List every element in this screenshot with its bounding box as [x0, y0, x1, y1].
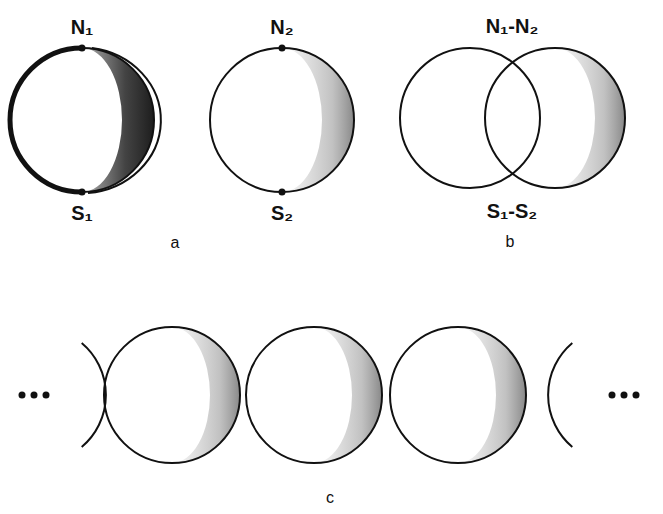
pole-label: S₁ [71, 203, 93, 223]
moon-circle [400, 48, 540, 188]
shaded-crescent [458, 327, 526, 463]
moon-circle [390, 327, 526, 463]
shaded-crescent [82, 48, 154, 192]
pole-label: S₂ [271, 203, 293, 223]
continuation-dot [621, 392, 628, 399]
shaded-crescent [282, 48, 354, 192]
partial-circle [82, 343, 106, 447]
part-letter: b [506, 234, 515, 250]
pole-dot [280, 46, 285, 51]
pole-label: S₁-S₂ [487, 201, 538, 221]
moon-circle [246, 327, 382, 463]
part-letter: c [326, 490, 334, 506]
dark-limb [10, 48, 82, 192]
shaded-crescent [314, 327, 382, 463]
moon-circle [10, 48, 154, 192]
continuation-dot [19, 392, 26, 399]
pole-label: N₂ [270, 17, 293, 37]
outer-arc [88, 48, 161, 193]
shaded-crescent [172, 327, 240, 463]
continuation-dot [31, 392, 38, 399]
continuation-dot [633, 392, 640, 399]
continuation-dot [43, 392, 50, 399]
moon-circle [104, 327, 240, 463]
moon-circle [485, 48, 625, 188]
pole-dot [80, 190, 85, 195]
moon-circle [210, 48, 354, 192]
shaded-crescent [555, 48, 625, 188]
pole-dot [280, 190, 285, 195]
pole-label: N₁ [71, 17, 94, 37]
pole-label: N₁-N₂ [486, 16, 539, 36]
pole-dot [80, 46, 85, 51]
part-letter: a [171, 235, 180, 251]
partial-circle [548, 343, 572, 447]
continuation-dot [609, 392, 616, 399]
